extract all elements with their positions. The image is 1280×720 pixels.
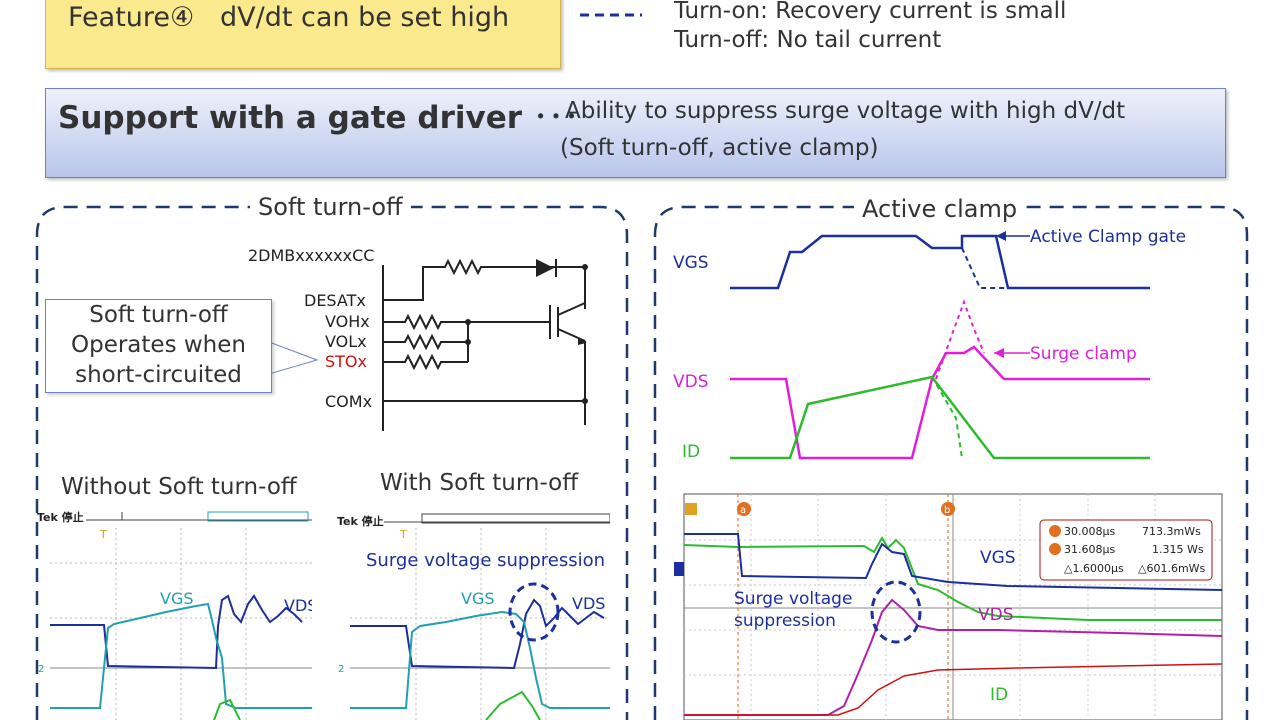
scope1-vgs-label: VGS: [160, 589, 194, 608]
support-description: Ability to suppress surge voltage with h…: [565, 98, 1126, 124]
scope-brand-1: Tek 停止: [37, 510, 84, 524]
support-banner: [45, 88, 1226, 178]
callout-line-2: Operates when: [71, 332, 246, 358]
scope2-surge-label: Surge voltage suppression: [366, 550, 605, 571]
feature-box: [45, 0, 561, 69]
meas-a-energy: 713.3mWs: [1142, 525, 1201, 538]
feature-text: dV/dt can be set high: [219, 2, 510, 33]
cursor-b: b: [944, 505, 950, 516]
scope-vds-label: VDS: [978, 605, 1014, 625]
svg-text:2: 2: [38, 664, 44, 675]
timing-vds-label: VDS: [673, 372, 709, 392]
timing-vgs-label: VGS: [673, 253, 709, 273]
svg-text:T: T: [399, 528, 407, 541]
meas-b-energy: 1.315 Ws: [1152, 543, 1204, 556]
active-clamp-timing-diagram: VGS VDS ID Active Clamp gate Surge clamp: [673, 227, 1186, 462]
meas-delta-time: △1.6000μs: [1064, 562, 1124, 575]
chip-name: 2DMBxxxxxxCC: [248, 246, 374, 265]
scope-vgs-label: VGS: [980, 548, 1016, 568]
active-clamp-title: Active clamp: [854, 195, 1026, 223]
scope-with-soft-turnoff: Tek 停止 T 2 Surge voltage suppression VGS…: [337, 513, 610, 720]
active-clamp-gate-label: Active Clamp gate: [1030, 227, 1186, 247]
support-dots: ･･･: [532, 100, 580, 136]
timing-id-label: ID: [682, 442, 700, 462]
callout-line-1: Soft turn-off: [89, 302, 228, 328]
dashed-legend-line: [580, 13, 642, 17]
scope-id-label: ID: [990, 685, 1008, 705]
without-soft-turnoff-title: Without Soft turn-off: [61, 474, 297, 500]
scope-surge-label-1: Surge voltage: [734, 589, 852, 609]
legend-line-1: Turn-on: Recovery current is small: [674, 0, 1067, 24]
meas-delta-energy: △601.6mWs: [1138, 562, 1206, 575]
pin-desat: DESATx: [304, 291, 366, 310]
active-clamp-scope: a b VGS VDS ID Surge voltage suppression…: [674, 493, 1223, 720]
support-description-2: (Soft turn-off, active clamp): [560, 135, 879, 161]
pin-sto: STOx: [325, 352, 367, 371]
feature-heading: Feature④ dV/dt can be set high: [68, 2, 509, 33]
support-title: Support with a gate driver ･･･: [58, 92, 579, 137]
meas-b-time: 31.608μs: [1064, 543, 1115, 556]
svg-text:2: 2: [338, 664, 344, 675]
scope2-vds-label: VDS: [572, 594, 605, 613]
soft-turnoff-title: Soft turn-off: [250, 193, 411, 221]
scope-surge-label-2: suppression: [734, 611, 836, 631]
pin-voh: VOHx: [325, 312, 370, 331]
pin-vol: VOLx: [325, 332, 367, 351]
callout-line-3: short-circuited: [75, 362, 242, 388]
support-title-text: Support with a gate driver: [58, 100, 523, 136]
scope2-vgs-label: VGS: [461, 589, 495, 608]
scope-without-soft-turnoff: Tek 停止 T 2 VGS VDS: [37, 510, 312, 720]
cursor-a: a: [740, 505, 746, 516]
with-soft-turnoff-title: With Soft turn-off: [380, 470, 579, 496]
meas-a-time: 30.008μs: [1064, 525, 1115, 538]
scope1-vds-label: VDS: [284, 596, 312, 615]
scope-brand-2: Tek 停止: [337, 514, 384, 528]
legend-line-2: Turn-off: No tail current: [674, 27, 942, 53]
feature-label: Feature④: [68, 2, 195, 33]
measurement-readout: 30.008μs 713.3mWs 31.608μs 1.315 Ws △1.6…: [1039, 519, 1213, 581]
pin-com: COMx: [325, 392, 372, 411]
soft-turnoff-callout: Soft turn-off Operates when short-circui…: [45, 299, 272, 393]
gate-driver-circuit: 2DMBxxxxxxCC DESATx VOHx VOLx STOx COMx: [248, 246, 588, 431]
svg-text:T: T: [99, 528, 107, 541]
surge-clamp-label: Surge clamp: [1030, 344, 1137, 364]
callout-pointer: [269, 341, 319, 375]
